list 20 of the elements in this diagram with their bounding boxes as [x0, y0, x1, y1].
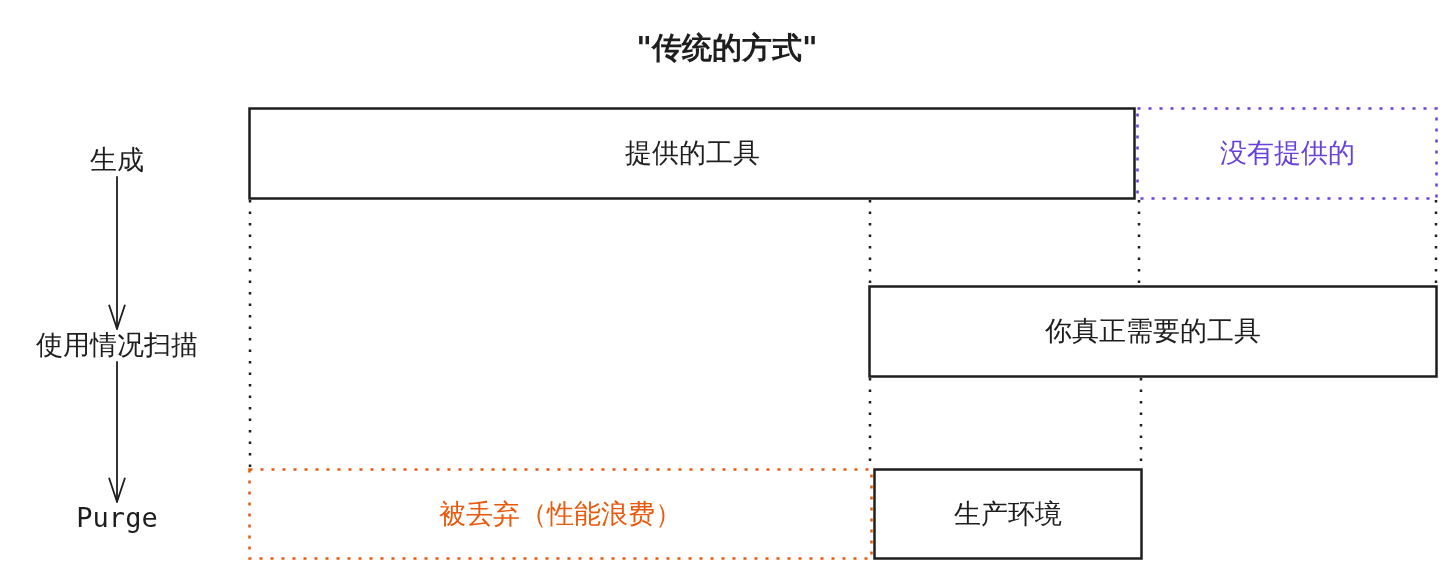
stage-label: 使用情况扫描	[36, 328, 198, 362]
range-bar	[868, 285, 1438, 378]
bar-label: 没有提供的	[1219, 137, 1355, 170]
bar-label: 被丢弃（性能浪费）	[439, 497, 682, 531]
range-bar	[1136, 107, 1438, 200]
stage-label: Purge	[76, 501, 158, 535]
diagram-title: "传统的方式"	[636, 30, 818, 66]
arrow	[108, 360, 126, 503]
dotted-line	[868, 200, 872, 285]
dotted-line	[1434, 200, 1438, 285]
bar-label: 提供的工具	[624, 137, 760, 170]
range-bar	[248, 468, 873, 560]
range-bar	[248, 107, 1136, 200]
dotted-line	[1137, 200, 1141, 285]
bar-label: 你真正需要的工具	[1045, 315, 1261, 348]
bar-label: 生产环境	[954, 497, 1062, 531]
arrow	[108, 175, 126, 330]
range-bar	[873, 468, 1143, 560]
dotted-line	[248, 200, 252, 468]
stage-label: 生成	[90, 143, 144, 177]
